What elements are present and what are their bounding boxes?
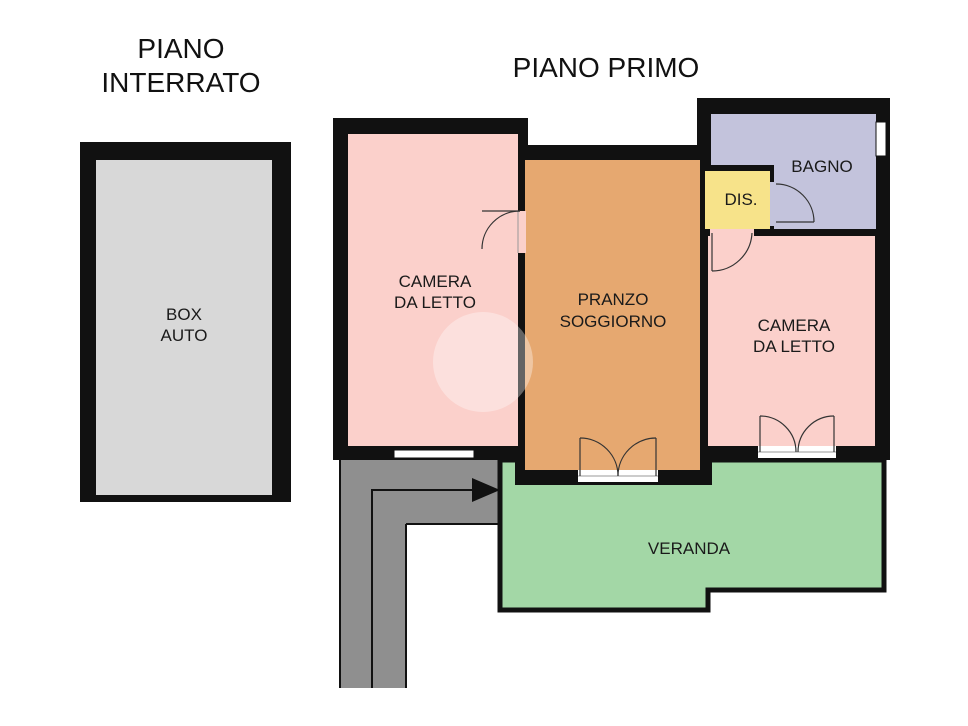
box-auto-floor [96,160,272,495]
ramp-arrow-icon [472,478,500,502]
basement-title-line1: PIANO [137,33,224,64]
bedroom-left-label-line2: DA LETTO [394,293,476,312]
living-label-line2: SOGGIORNO [560,312,667,331]
basement-title-line2: INTERRATO [101,67,260,98]
box-auto-label-line2: AUTO [161,326,208,345]
bedroom-left-label-line1: CAMERA [399,272,472,291]
bathroom-floor [711,114,876,229]
bathroom-label: BAGNO [791,157,852,176]
bedroom-left-floor [348,134,518,446]
living-floor [525,160,700,470]
access-ramp [339,455,500,688]
bathroom-window [875,121,887,157]
door-hallway-bedroom [710,229,754,272]
box-auto-label-line1: BOX [166,305,202,324]
watermark-logo [433,312,533,412]
first-floor-title: PIANO PRIMO [513,52,700,83]
bedroom-right-label-line2: DA LETTO [753,337,835,356]
living-label-line1: PRANZO [578,290,649,309]
bedroom-right-label-line1: CAMERA [758,316,831,335]
door-hallway-bath [770,182,815,226]
bedroom-left-window [393,449,475,459]
bedroom-right-floor [708,236,875,446]
hallway-floor [705,171,770,229]
veranda-label: VERANDA [648,539,731,558]
door-living-veranda [578,437,658,482]
door-bedroom-veranda [758,415,836,458]
door-left-bedroom [481,210,526,253]
hallway-label: DIS. [724,190,757,209]
